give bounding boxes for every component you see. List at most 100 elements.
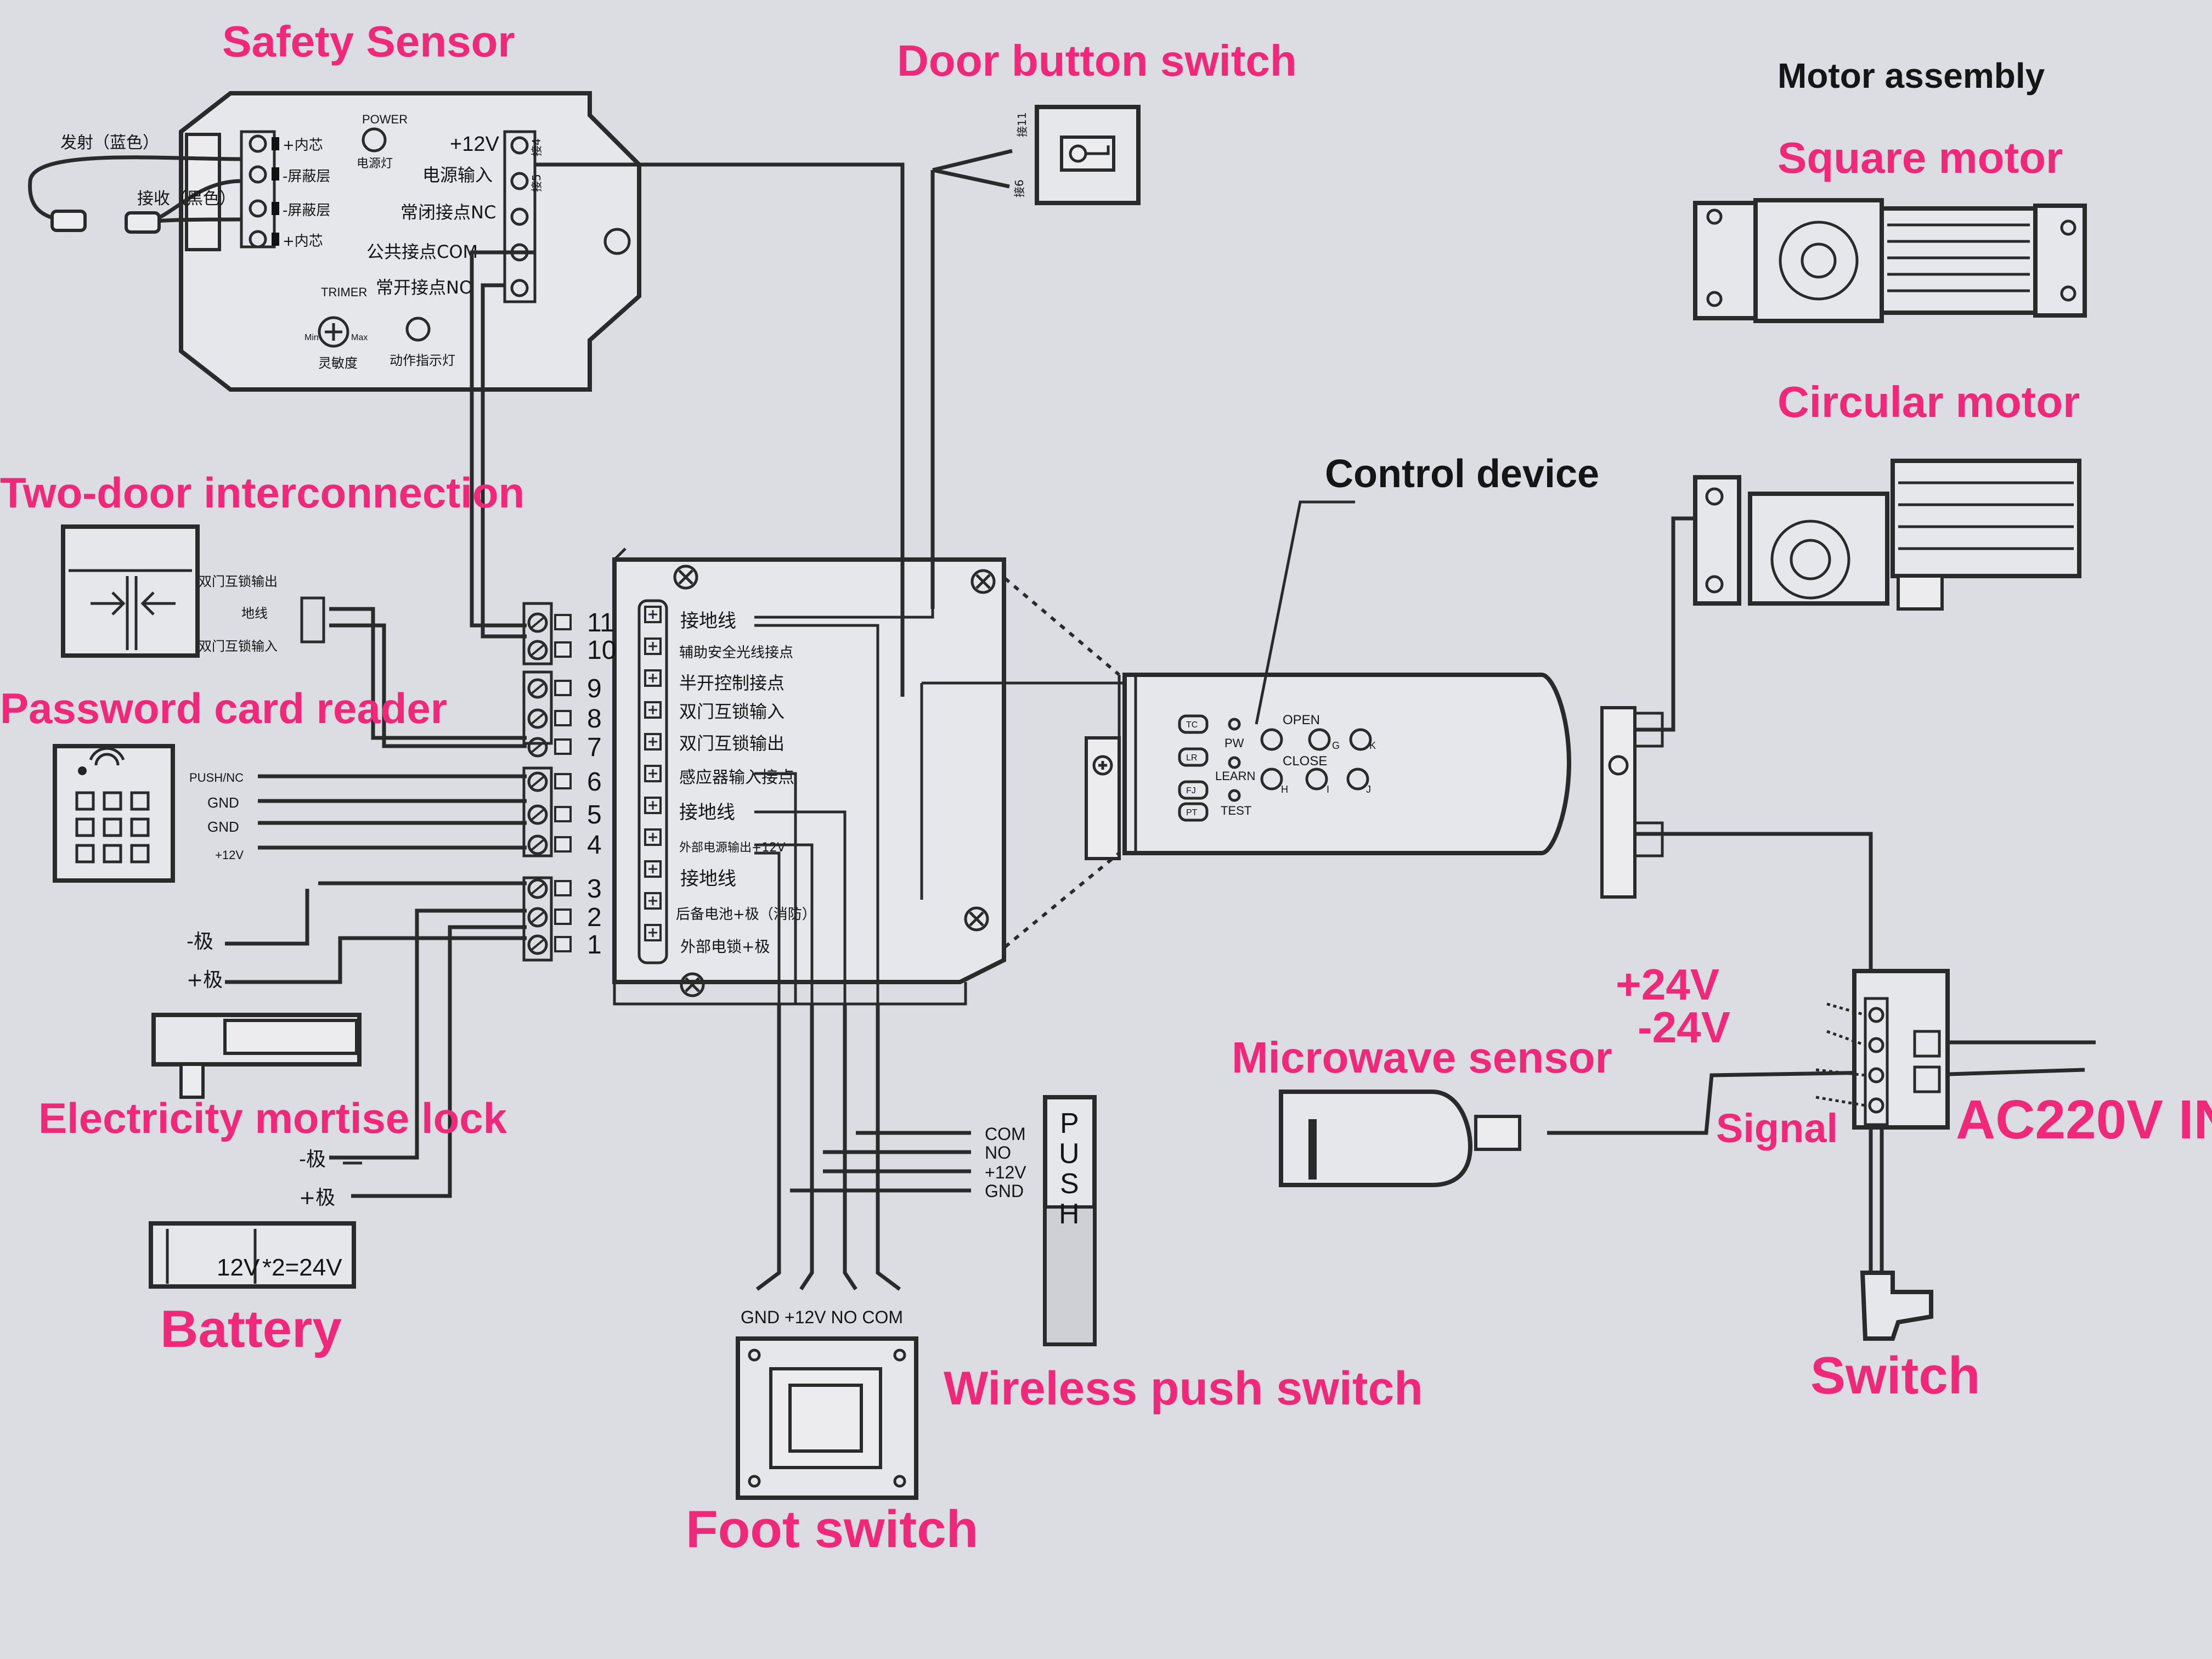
board-screw — [644, 828, 662, 846]
letter-g: G — [1332, 740, 1340, 751]
sensor-core-label-2: +内芯 — [283, 233, 323, 250]
board-screw — [644, 669, 662, 687]
title-safety-sensor: Safety Sensor — [222, 17, 515, 66]
title-switch: Switch — [1810, 1346, 1980, 1405]
open-knob-2[interactable] — [1308, 728, 1331, 751]
no-label: 常开接点NO — [376, 277, 473, 298]
safety-sensor: +内芯 -屏蔽层 -屏蔽层 +内芯 发射（蓝色） 接收（黑色） POWER 电源… — [28, 91, 641, 392]
sensor-core-label-1: +内芯 — [283, 137, 323, 154]
panel-button-lr[interactable] — [1178, 747, 1209, 767]
btn-fj-label: FJ — [1186, 786, 1196, 795]
title-circular-motor: Circular motor — [1778, 377, 2080, 426]
close-knob-3[interactable] — [1346, 768, 1369, 791]
open-label: OPEN — [1283, 713, 1320, 727]
power-light-label: 电源灯 — [357, 157, 393, 171]
title-battery: Battery — [160, 1300, 342, 1358]
board-label-3: 半开控制接点 — [679, 673, 785, 693]
terminal-number: 9 — [587, 674, 602, 703]
terminal-board: 接地线 辅助安全光线接点 半开控制接点 双门互锁输入 双门互锁输出 感应器输入接… — [612, 548, 1125, 1006]
panel-button-fj[interactable] — [1178, 780, 1209, 800]
circular-motor — [1693, 459, 2081, 611]
close-knob-2[interactable] — [1305, 768, 1328, 791]
title-door-button: Door button switch — [897, 36, 1297, 85]
title-mortise-lock: Electricity mortise lock — [38, 1094, 507, 1142]
keypad-key — [103, 844, 122, 864]
letter-k: K — [1369, 740, 1376, 751]
max-label: Max — [351, 333, 368, 342]
terminal-number: 11 — [587, 608, 614, 637]
label-minus-24v: -24V — [1638, 1003, 1730, 1052]
strip-terminal — [527, 934, 572, 955]
reader-push-label: PUSH/NC — [189, 771, 244, 785]
battery-12v-text: 12V — [217, 1254, 260, 1281]
open-knob-3[interactable] — [1349, 728, 1372, 751]
board-screw — [644, 797, 662, 814]
nc-label: 常闭接点NC — [400, 202, 496, 223]
terminal-number: 6 — [587, 768, 602, 797]
strip-terminal — [527, 878, 572, 899]
battery-24v-text: *2=24V — [262, 1254, 342, 1281]
board-label-9: 接地线 — [680, 868, 736, 890]
title-square-motor: Square motor — [1778, 133, 2063, 182]
learn-label: LEARN — [1215, 769, 1255, 783]
board-screw — [644, 606, 662, 623]
terminal-number: 7 — [587, 733, 602, 762]
label-signal: Signal — [1716, 1105, 1838, 1151]
tag-4: 接4 — [530, 138, 543, 156]
reader-gnd1-label: GND — [207, 794, 239, 811]
two-door-device: 双门互锁输出 地线 双门互锁输入 — [61, 524, 325, 658]
strip-terminal — [527, 737, 572, 758]
wp-com-label: COM — [985, 1124, 1026, 1144]
two-door-in-label: 双门互锁输入 — [199, 639, 278, 654]
strip-terminal — [527, 640, 572, 661]
board-label-5: 双门互锁输出 — [679, 733, 785, 754]
power-label: POWER — [362, 112, 408, 126]
trimer-label: TRIMER — [321, 285, 367, 299]
test-label: TEST — [1221, 804, 1251, 817]
label-plus-24v: +24V — [1616, 960, 1719, 1009]
board-screw — [644, 860, 662, 878]
password-card-reader: PUSH/NC GND GND +12V — [53, 744, 244, 883]
push-letter-u: U — [1059, 1138, 1080, 1170]
strip-terminal — [527, 804, 572, 825]
strip-terminal — [527, 771, 572, 792]
title-password-reader: Password card reader — [0, 684, 447, 732]
wireless-push-switch: COM NO +12V GND P U S H — [985, 1095, 1097, 1346]
board-label-1: 接地线 — [680, 610, 736, 632]
terminal-number: 2 — [587, 903, 602, 932]
wp-12v-label: +12V — [985, 1163, 1026, 1182]
keypad-key — [130, 791, 150, 811]
title-control-device: Control device — [1325, 452, 1599, 496]
board-screw — [644, 892, 662, 910]
strip-terminal — [527, 612, 572, 633]
keypad-key — [75, 791, 95, 811]
strip-terminal — [527, 678, 572, 699]
emitter-label: 发射（蓝色） — [60, 133, 159, 153]
pw-label: PW — [1224, 736, 1244, 750]
receiver-label: 接收（黑色） — [137, 189, 236, 208]
terminal-number: 8 — [587, 704, 602, 733]
power-in-label: 电源输入 — [422, 165, 493, 185]
close-knob-1[interactable] — [1260, 768, 1283, 791]
tag-11: 接11 — [1015, 112, 1029, 137]
board-label-7: 接地线 — [679, 802, 735, 823]
panel-button-tc[interactable] — [1178, 714, 1209, 734]
board-screw — [644, 733, 662, 751]
action-light-label: 动作指示灯 — [390, 353, 455, 368]
keypad-key — [130, 817, 150, 837]
terminal-number: 4 — [587, 831, 602, 860]
tag-6: 接6 — [1013, 179, 1026, 198]
board-screw — [644, 637, 662, 655]
wp-no-label: NO — [985, 1143, 1011, 1163]
strip-terminal — [527, 907, 572, 928]
title-two-door: Two-door interconnection — [0, 469, 524, 517]
keypad-key — [103, 817, 122, 837]
title-wireless-push: Wireless push switch — [944, 1362, 1423, 1415]
com-label: 公共接点COM — [366, 241, 478, 262]
microwave-sensor — [1279, 1090, 1521, 1187]
door-button-switch: 接11 接6 — [1013, 105, 1141, 205]
tag-5: 接5 — [530, 174, 543, 192]
panel-button-pt[interactable] — [1178, 802, 1209, 822]
open-knob-1[interactable] — [1260, 728, 1283, 751]
min-label: Min — [304, 333, 319, 342]
